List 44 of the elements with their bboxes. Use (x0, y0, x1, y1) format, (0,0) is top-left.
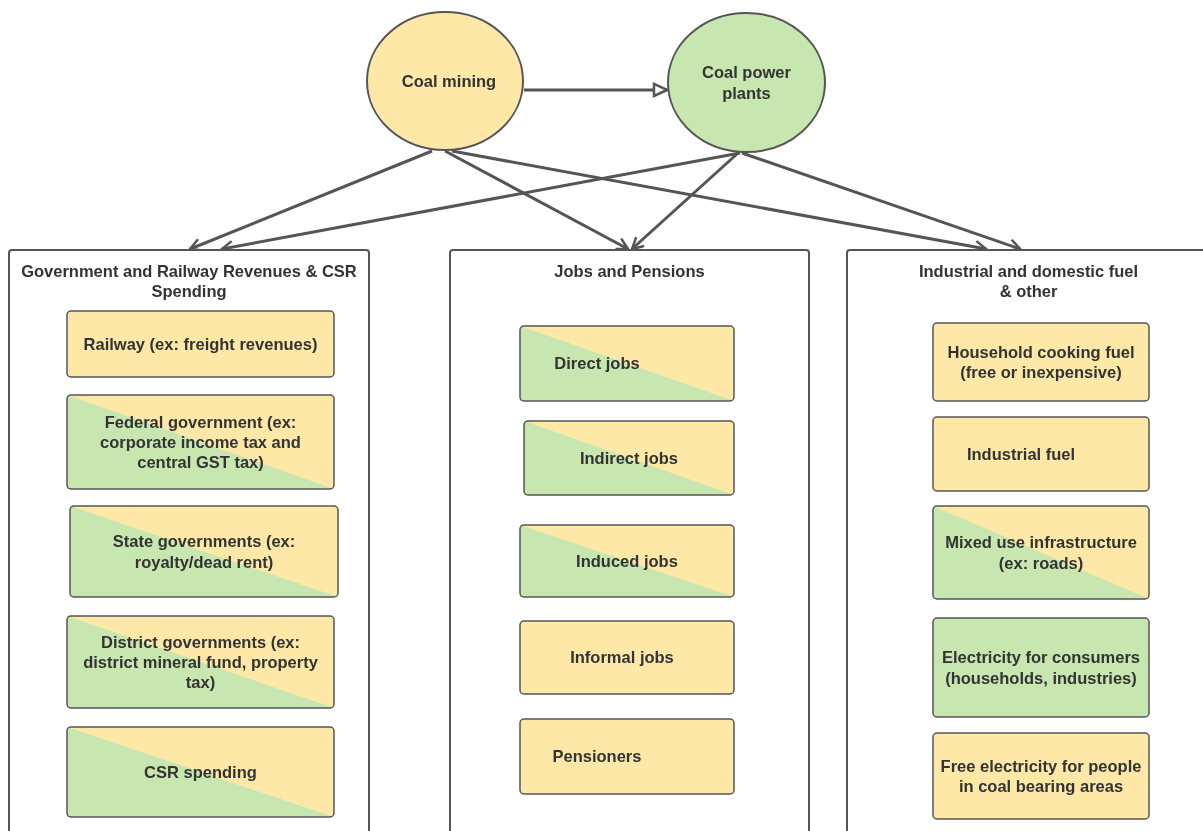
category-box (523, 420, 735, 496)
process-circle (366, 11, 524, 151)
panel-heading: Industrial and domestic fuel & other (917, 261, 1140, 302)
category-box (66, 310, 335, 378)
category-box (69, 505, 339, 598)
node-label: Household cooking fuel (free or inexpensive) (946, 341, 1136, 383)
arrow (630, 151, 740, 251)
category-box (519, 718, 735, 795)
process-circle (667, 12, 826, 153)
category-box (519, 325, 735, 402)
node-label: Railway (ex: freight revenues) (82, 333, 319, 355)
category-box (932, 617, 1150, 718)
node-label: Mixed use infrastructure (ex: roads) (944, 532, 1138, 573)
node-label: Induced jobs (575, 550, 679, 572)
node-label: Coal power plants (701, 62, 792, 103)
node-label: District governments (ex: district mineral fund, property tax) (82, 631, 319, 693)
node-label: Industrial fuel (966, 443, 1077, 465)
category-box (932, 322, 1150, 402)
group-panel (8, 249, 370, 831)
group-panel (846, 249, 1203, 831)
node-label: Pensioners (552, 746, 643, 767)
node-label: Informal jobs (570, 647, 675, 668)
panel-heading: Government and Railway Revenues & CSR Spending (20, 261, 358, 302)
arrow (188, 149, 433, 252)
group-panel (449, 249, 810, 831)
category-box (66, 394, 335, 490)
node-label: CSR spending (143, 761, 258, 783)
node-label: Coal mining (400, 70, 497, 92)
category-box (932, 505, 1150, 600)
category-box (932, 416, 1150, 492)
category-box (519, 524, 735, 598)
arrow (524, 82, 669, 98)
node-label: Federal government (ex: corporate income tax and central GST tax) (99, 411, 302, 473)
category-box (519, 620, 735, 695)
node-label: Direct jobs (554, 353, 641, 374)
category-box (66, 615, 335, 709)
node-label: Indirect jobs (578, 447, 680, 469)
node-label: Electricity for consumers (households, industries) (940, 647, 1142, 688)
category-box (932, 732, 1150, 820)
node-label: State governments (ex: royalty/dead rent) (111, 531, 297, 572)
category-box (66, 726, 335, 818)
panel-heading: Jobs and Pensions (553, 261, 706, 282)
node-label: Free electricity for people in coal bearing areas (939, 755, 1143, 797)
arrow (444, 149, 630, 251)
